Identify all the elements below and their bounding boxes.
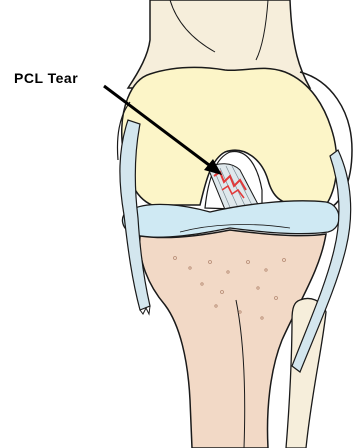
pcl-tear-label: PCL Tear: [14, 70, 78, 86]
